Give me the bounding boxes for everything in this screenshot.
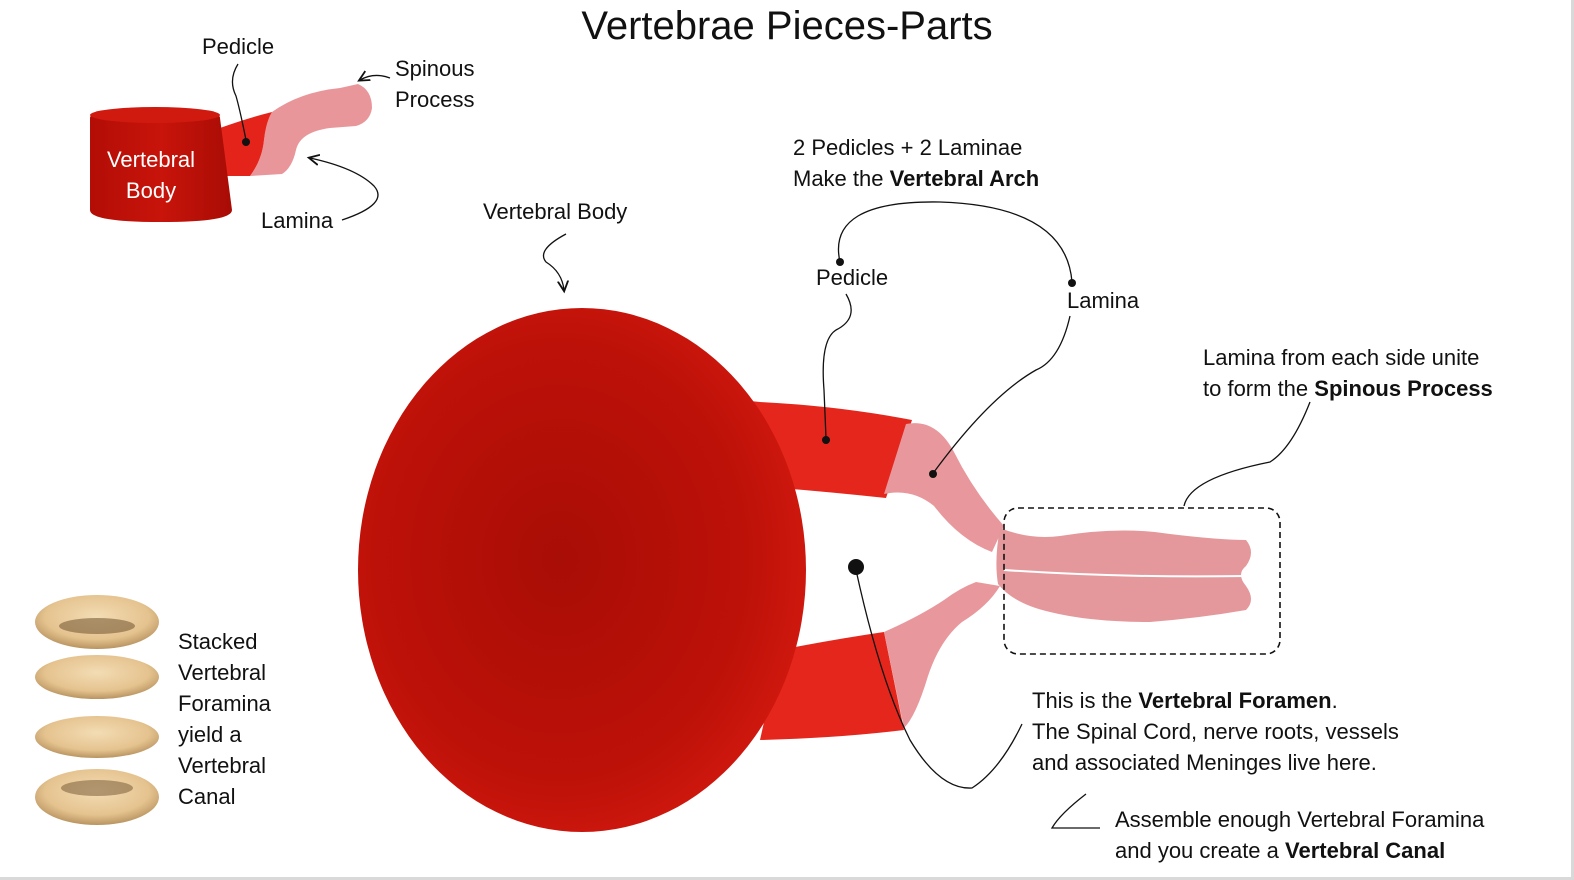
spinous-line2-bold: Spinous Process: [1314, 376, 1493, 401]
stacked-foramina-label: Stacked Vertebral Foramina yield a Verte…: [178, 626, 271, 812]
ring-3: [35, 716, 159, 758]
slide-edge-right: [1571, 0, 1574, 880]
small-vertebral-body-label: Vertebral Body: [96, 144, 206, 206]
spinous-midline: [1003, 569, 1247, 578]
foramen-line1-suffix: .: [1331, 688, 1338, 713]
spinous-line2-prefix: to form the: [1203, 376, 1315, 401]
lamina-label: Lamina: [1067, 288, 1140, 313]
spinous-process-highlight-box: [1003, 507, 1281, 655]
upper-lamina-shape: [884, 423, 1004, 552]
arch-line2-prefix: Make the: [793, 166, 890, 191]
vertebral-body-label: Vertebral Body: [483, 199, 628, 224]
arch-lamina-dot: [1068, 279, 1076, 287]
main-vertebra-model: [358, 308, 1251, 832]
foramen-dot: [848, 559, 864, 575]
spinous-line2: to form the Spinous Process: [1203, 373, 1493, 404]
canal-line1: Assemble enough Vertebral Foramina: [1115, 807, 1485, 832]
lower-pedicle-shape: [760, 632, 904, 740]
ring-4-hole: [61, 780, 133, 796]
stack-line-1: Stacked: [178, 629, 258, 654]
small-lamina-shape: [250, 84, 372, 176]
small-spinous-leader: [360, 75, 391, 80]
stack-line-5: Vertebral: [178, 753, 267, 778]
small-body-label-line2: Body: [125, 178, 177, 203]
lamina-leader: [933, 315, 1071, 473]
foramen-line1-bold: Vertebral Foramen: [1138, 688, 1332, 713]
ring-2: [35, 655, 159, 699]
small-spinous-label: Spinous Process: [395, 53, 475, 115]
pedicle-label: Pedicle: [816, 265, 889, 290]
small-spinous-line2: Process: [395, 87, 475, 112]
stack-line-3: Foramina: [178, 691, 271, 716]
small-lamina-label: Lamina: [261, 208, 334, 233]
small-pedicle-label: Pedicle: [202, 34, 275, 59]
arch-line1: 2 Pedicles + 2 Laminae: [793, 135, 1023, 160]
vertebral-body-leader: [542, 233, 567, 290]
stack-line-4: yield a: [178, 722, 242, 747]
spinous-leader: [1183, 401, 1311, 507]
foramen-line1-prefix: This is the: [1032, 688, 1139, 713]
small-pedicle-leader: [231, 63, 247, 141]
stacked-foramina-illustration: [35, 595, 159, 825]
spinous-line1: Lamina from each side unite: [1203, 345, 1480, 370]
slide-edge-bottom: [0, 877, 1574, 880]
small-spinous-line1: Spinous: [395, 56, 475, 81]
small-body-label-line1: Vertebral: [106, 147, 196, 172]
ring-4: [35, 769, 159, 825]
vertebral-foramen-label: This is the Vertebral Foramen. The Spina…: [1032, 685, 1399, 778]
pedicle-leader: [822, 293, 852, 439]
canal-line2: and you create a Vertebral Canal: [1115, 835, 1484, 866]
vertebral-arch-label: 2 Pedicles + 2 Laminae Make the Vertebra…: [793, 132, 1039, 194]
foramen-leader: [855, 569, 1023, 789]
stack-line-6: Canal: [178, 784, 236, 809]
foramen-line1: This is the Vertebral Foramen.: [1032, 685, 1399, 716]
spinous-process-label: Lamina from each side unite to form the …: [1203, 342, 1493, 404]
lamina-dot: [929, 470, 937, 478]
pedicle-dot: [822, 436, 830, 444]
arch-pedicle-dot: [836, 258, 844, 266]
ring-1-hole: [59, 618, 135, 634]
canal-leader: [1050, 793, 1100, 829]
arch-line2: Make the Vertebral Arch: [793, 163, 1039, 194]
small-lamina-leader: [310, 158, 379, 221]
canal-line2-prefix: and you create a: [1115, 838, 1286, 863]
foramen-line2: The Spinal Cord, nerve roots, vessels: [1032, 719, 1399, 744]
arch-bracket-line: [837, 201, 1073, 283]
lower-lamina-shape: [884, 582, 1000, 728]
foramen-line3: and associated Meninges live here.: [1032, 750, 1377, 775]
vertebral-canal-label: Assemble enough Vertebral Foramina and y…: [1115, 804, 1484, 866]
small-pedicle-dot: [242, 138, 250, 146]
page-title: Vertebrae Pieces-Parts: [581, 4, 993, 48]
small-vertebral-body-shape: [90, 108, 232, 222]
canal-line2-bold: Vertebral Canal: [1285, 838, 1446, 863]
stack-line-2: Vertebral: [178, 660, 267, 685]
main-vertebral-body-shape: [358, 308, 806, 832]
arch-line2-bold: Vertebral Arch: [889, 166, 1040, 191]
small-body-top: [90, 107, 220, 123]
